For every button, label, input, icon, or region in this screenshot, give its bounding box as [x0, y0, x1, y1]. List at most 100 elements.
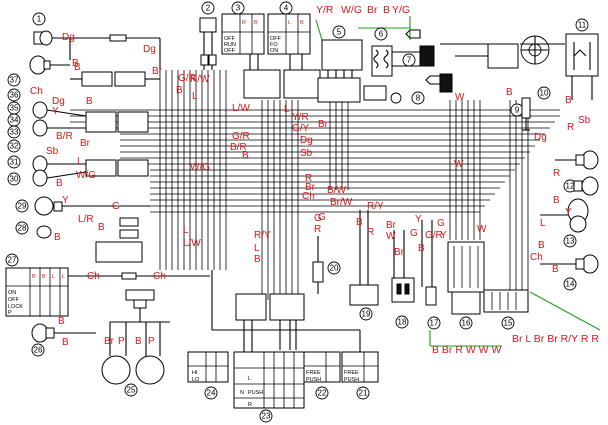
- svg-text:W: W: [454, 159, 464, 170]
- component-21-switch: FREE PUSH 21: [341, 351, 379, 400]
- component-18-connector: Br W Br 18: [386, 220, 415, 329]
- component-16-module: 16 B Br R W W W: [429, 241, 502, 356]
- svg-text:Y/R: Y/R: [316, 4, 334, 16]
- svg-text:G/Y: G/Y: [292, 123, 310, 134]
- svg-text:Br: Br: [80, 138, 91, 149]
- svg-text:B: B: [74, 62, 81, 73]
- svg-text:Br: Br: [318, 119, 329, 130]
- svg-text:B: B: [176, 85, 183, 96]
- svg-text:Br L Br Br R/Y R R: Br L Br Br R/Y R R: [512, 333, 599, 345]
- svg-text:OFF: OFF: [8, 297, 20, 303]
- svg-text:B: B: [538, 240, 545, 251]
- svg-text:24: 24: [207, 389, 216, 398]
- svg-text:R: R: [242, 20, 246, 26]
- svg-text:L: L: [540, 218, 546, 229]
- svg-text:R: R: [367, 227, 374, 238]
- svg-text:N: N: [240, 390, 244, 396]
- svg-text:12: 12: [566, 182, 575, 191]
- svg-text:B: B: [254, 254, 261, 265]
- svg-text:B: B: [506, 87, 513, 98]
- svg-text:ON: ON: [8, 290, 16, 296]
- svg-text:B: B: [86, 96, 93, 107]
- svg-text:Dg: Dg: [62, 32, 75, 43]
- svg-text:G: G: [112, 201, 120, 212]
- component-22-switch: FREE PUSH 22: [303, 351, 341, 400]
- svg-text:B: B: [356, 217, 363, 228]
- svg-text:Ch: Ch: [302, 191, 315, 202]
- svg-text:L: L: [77, 156, 83, 167]
- svg-text:G: G: [314, 213, 322, 224]
- svg-text:W: W: [455, 92, 465, 103]
- svg-text:30: 30: [10, 175, 19, 184]
- svg-text:B: B: [254, 20, 258, 26]
- svg-text:13: 13: [566, 237, 575, 246]
- svg-text:G/R: G/R: [425, 230, 443, 241]
- component-19-relay: B R 19: [349, 210, 379, 321]
- right-lamps-12-13-14: 12 R Y B L 13 Ch B B 14: [530, 150, 599, 291]
- svg-text:Dg: Dg: [143, 44, 156, 55]
- svg-text:33: 33: [10, 128, 19, 137]
- svg-text:B Br R W W W: B Br R W W W: [432, 344, 501, 356]
- svg-text:B: B: [553, 195, 560, 206]
- svg-text:Dg: Dg: [52, 96, 65, 107]
- component-23-switch: L N PUSH R 23: [233, 351, 305, 423]
- svg-text:11: 11: [578, 21, 587, 30]
- svg-text:LOCK: LOCK: [8, 304, 23, 310]
- svg-text:20: 20: [330, 264, 339, 273]
- svg-text:B: B: [242, 150, 249, 161]
- svg-text:P: P: [118, 336, 125, 347]
- svg-text:36: 36: [10, 91, 19, 100]
- svg-text:B: B: [135, 336, 142, 347]
- svg-text:Ch: Ch: [530, 252, 543, 263]
- svg-text:R: R: [553, 168, 560, 179]
- svg-text:PUSH: PUSH: [248, 390, 263, 396]
- svg-text:FO: FO: [270, 42, 278, 48]
- svg-text:34: 34: [10, 116, 19, 125]
- component-4-switch: 4 OFF FO ON L B: [267, 1, 321, 99]
- svg-text:2: 2: [206, 4, 211, 13]
- svg-text:B/R: B/R: [56, 131, 73, 142]
- svg-text:37: 37: [10, 76, 19, 85]
- svg-text:ON: ON: [270, 48, 278, 54]
- svg-text:R/Y: R/Y: [367, 201, 384, 212]
- component-6-7-8-group: 6 7 8: [363, 27, 453, 105]
- right-wire-labels: L Y/R G/Y Br Dg Sb R Br B/W Br/W Ch R/Y …: [284, 104, 487, 235]
- svg-text:31: 31: [10, 158, 19, 167]
- svg-text:Sb: Sb: [300, 148, 313, 159]
- component-17-fuse: Y G G/R B G Y 17: [410, 214, 447, 330]
- component-5-connector: Y/R W/G Br B Y/G 5: [315, 4, 411, 103]
- svg-text:FREE: FREE: [306, 370, 321, 376]
- svg-text:Br: Br: [367, 4, 378, 16]
- svg-text:B: B: [98, 222, 105, 233]
- svg-text:B: B: [54, 232, 61, 243]
- svg-text:Y: Y: [565, 207, 572, 218]
- svg-text:L: L: [254, 243, 260, 254]
- svg-text:B: B: [383, 4, 390, 16]
- svg-text:B/W: B/W: [327, 185, 346, 196]
- svg-text:L: L: [288, 20, 291, 26]
- svg-text:32: 32: [10, 142, 19, 151]
- svg-text:B: B: [300, 20, 304, 26]
- component-20-sensor: G 20: [312, 212, 341, 294]
- svg-text:G: G: [410, 228, 418, 239]
- svg-text:19: 19: [362, 310, 371, 319]
- svg-text:15: 15: [504, 319, 513, 328]
- svg-text:7: 7: [407, 56, 412, 65]
- svg-text:R: R: [248, 402, 252, 408]
- svg-text:B: B: [42, 274, 46, 280]
- svg-text:P: P: [148, 336, 155, 347]
- svg-text:Br: Br: [305, 182, 316, 193]
- svg-text:B: B: [552, 264, 559, 275]
- svg-text:G: G: [318, 212, 326, 223]
- svg-text:R: R: [567, 122, 574, 133]
- svg-text:23: 23: [262, 412, 271, 421]
- svg-text:RUN: RUN: [224, 42, 236, 48]
- svg-text:Br/W: Br/W: [330, 197, 353, 208]
- svg-text:L: L: [62, 274, 65, 280]
- svg-text:10: 10: [540, 89, 549, 98]
- svg-text:L: L: [52, 274, 55, 280]
- svg-text:Y/G: Y/G: [392, 4, 410, 16]
- svg-text:LO: LO: [192, 377, 200, 383]
- svg-text:B: B: [62, 337, 69, 348]
- svg-text:Y/R: Y/R: [292, 112, 309, 123]
